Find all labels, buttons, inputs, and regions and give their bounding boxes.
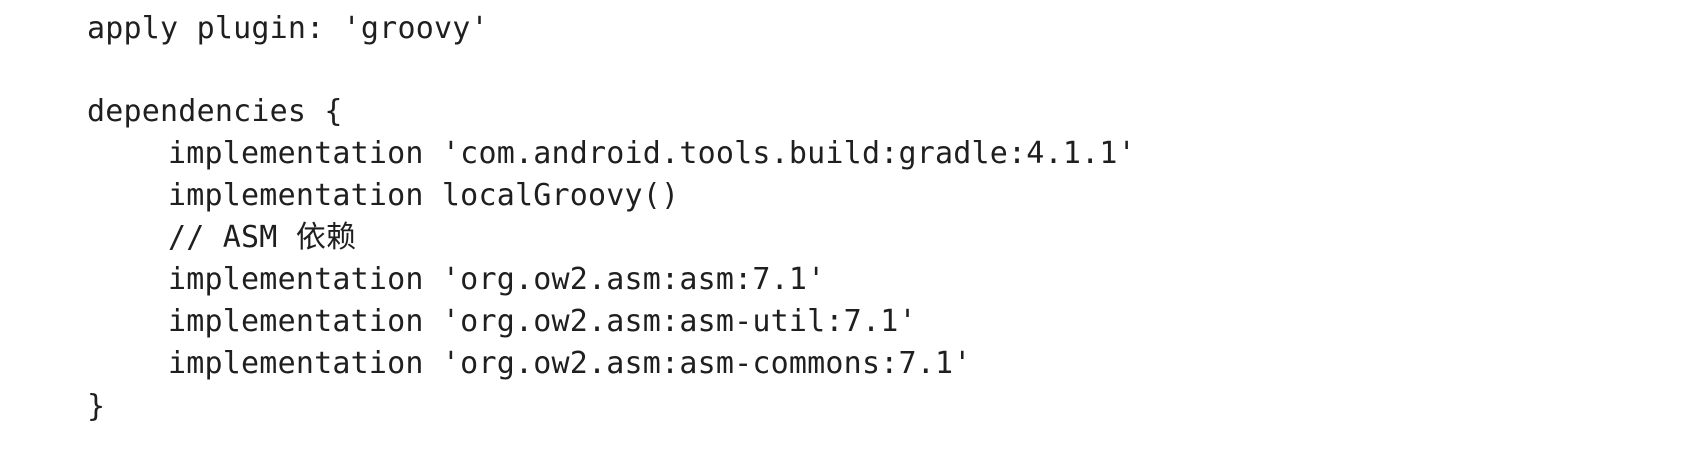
code-line-asm-commons-dependency: implementation 'org.ow2.asm:asm-commons:… [168, 346, 972, 381]
code-line-dependencies-close: } [87, 389, 106, 424]
code-line-local-groovy: implementation localGroovy() [168, 178, 680, 213]
code-line-asm-dependency: implementation 'org.ow2.asm:asm:7.1' [168, 262, 826, 297]
code-line-asm-util-dependency: implementation 'org.ow2.asm:asm-util:7.1… [168, 304, 917, 339]
code-line-dependencies-open: dependencies { [87, 94, 343, 129]
code-line-asm-comment: // ASM 依赖 [168, 220, 357, 255]
code-line-gradle-dependency: implementation 'com.android.tools.build:… [168, 136, 1136, 171]
code-line-apply-plugin: apply plugin: 'groovy' [87, 11, 489, 46]
